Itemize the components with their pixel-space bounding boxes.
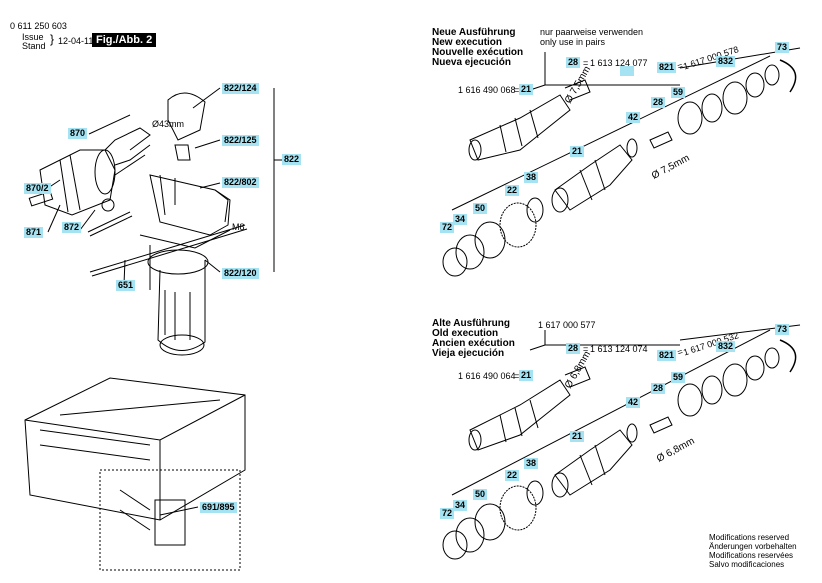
part-number-28-new: 1 613 124 077	[590, 58, 648, 68]
label-651: 651	[116, 280, 136, 291]
heading-new-de: Neue Ausführung	[432, 27, 516, 38]
tag-21-new: 21	[519, 84, 534, 95]
label-822-124: 822/124	[222, 83, 259, 94]
tag-28-new-a: 28	[566, 57, 581, 68]
heading-old-de: Alte Ausführung	[432, 318, 510, 329]
footer-fr: Modifications reservées	[709, 551, 794, 560]
heading-old-es: Vieja ejecución	[432, 348, 505, 359]
part-number-21-old: 1 616 490 064	[458, 371, 516, 381]
tag-50-old: 50	[473, 489, 488, 500]
tag-38-new: 38	[524, 172, 539, 183]
label-870-2: 870/2	[24, 183, 51, 194]
note-pairs-de: nur paarweise verwenden	[540, 27, 644, 37]
tag-28-old-b: 28	[651, 383, 666, 394]
leader-822-125	[194, 139, 221, 149]
part-number-1617-old: 1 617 000 577	[538, 320, 596, 330]
tag-34-new: 34	[453, 214, 468, 225]
tag-832-old: 832	[716, 341, 736, 352]
heading-old-en: Old execution	[432, 328, 499, 339]
heading-new-es: Nueva ejecución	[432, 57, 511, 68]
footer-de: Änderungen vorbehalten	[709, 542, 797, 551]
label-691-895: 691/895	[200, 502, 237, 513]
label-822: 822	[282, 154, 302, 165]
tag-21-new-b: 21	[570, 146, 585, 157]
dim-43mm: Ø43mm	[152, 119, 185, 129]
label-822-120: 822/120	[222, 268, 259, 279]
tag-59-new: 59	[671, 87, 686, 98]
depth-rod-651	[89, 224, 246, 273]
tag-821-new: 821	[657, 62, 677, 73]
tag-72-old: 72	[440, 508, 455, 519]
heading-new-fr: Nouvelle exécution	[432, 47, 524, 58]
thread-m8: M8	[232, 222, 245, 232]
label-871: 871	[24, 227, 44, 238]
tag-21-old: 21	[519, 370, 534, 381]
heading-new-en: New execution	[432, 37, 503, 48]
tag-821-old: 821	[657, 350, 677, 361]
tag-21-old-b: 21	[570, 431, 585, 442]
part-number-21-new: 1 616 490 068	[458, 85, 516, 95]
issue-date: 12-04-11	[58, 36, 94, 46]
upper-gearbox-diagram	[442, 47, 801, 277]
footer-es: Salvo modificaciones	[709, 560, 785, 569]
tag-73-old: 73	[775, 324, 790, 335]
label-822-125: 822/125	[222, 135, 259, 146]
lower-gearbox-diagram	[442, 324, 801, 560]
color-swatch	[620, 66, 634, 76]
tag-34-old: 34	[453, 500, 468, 511]
tag-38-old: 38	[524, 458, 539, 469]
drill-body	[139, 174, 231, 356]
footer-en: Modifications reserved	[709, 533, 790, 542]
side-handle-clamp	[167, 92, 206, 141]
label-872: 872	[62, 222, 82, 233]
heading-old-fr: Ancien exécution	[432, 338, 515, 349]
part-number: 0 611 250 603	[10, 21, 67, 31]
stand-label: Stand	[22, 41, 46, 51]
part-number-28-old: 1 613 124 074	[590, 344, 648, 354]
tag-832-new: 832	[716, 56, 736, 67]
tag-42-new: 42	[626, 112, 641, 123]
note-pairs-en: only use in pairs	[540, 37, 606, 47]
leader-822-124	[192, 87, 221, 109]
tag-59-old: 59	[671, 372, 686, 383]
chuck-key-872	[87, 198, 133, 237]
figure-label: Fig./Abb. 2	[92, 33, 157, 47]
tag-50-new: 50	[473, 203, 488, 214]
chuck-870	[39, 127, 151, 216]
label-822-802: 822/802	[222, 177, 259, 188]
issue-label: Issue	[22, 32, 44, 42]
leader-870	[88, 114, 131, 135]
tag-22-old: 22	[505, 470, 520, 481]
carrying-case	[24, 377, 246, 571]
screw-871	[28, 190, 54, 207]
tag-22-new: 22	[505, 185, 520, 196]
tag-73-new: 73	[775, 42, 790, 53]
tag-28-old-a: 28	[566, 343, 581, 354]
tag-42-old: 42	[626, 397, 641, 408]
label-870: 870	[68, 128, 88, 139]
tag-72-new: 72	[440, 222, 455, 233]
tag-28-new-b: 28	[651, 97, 666, 108]
